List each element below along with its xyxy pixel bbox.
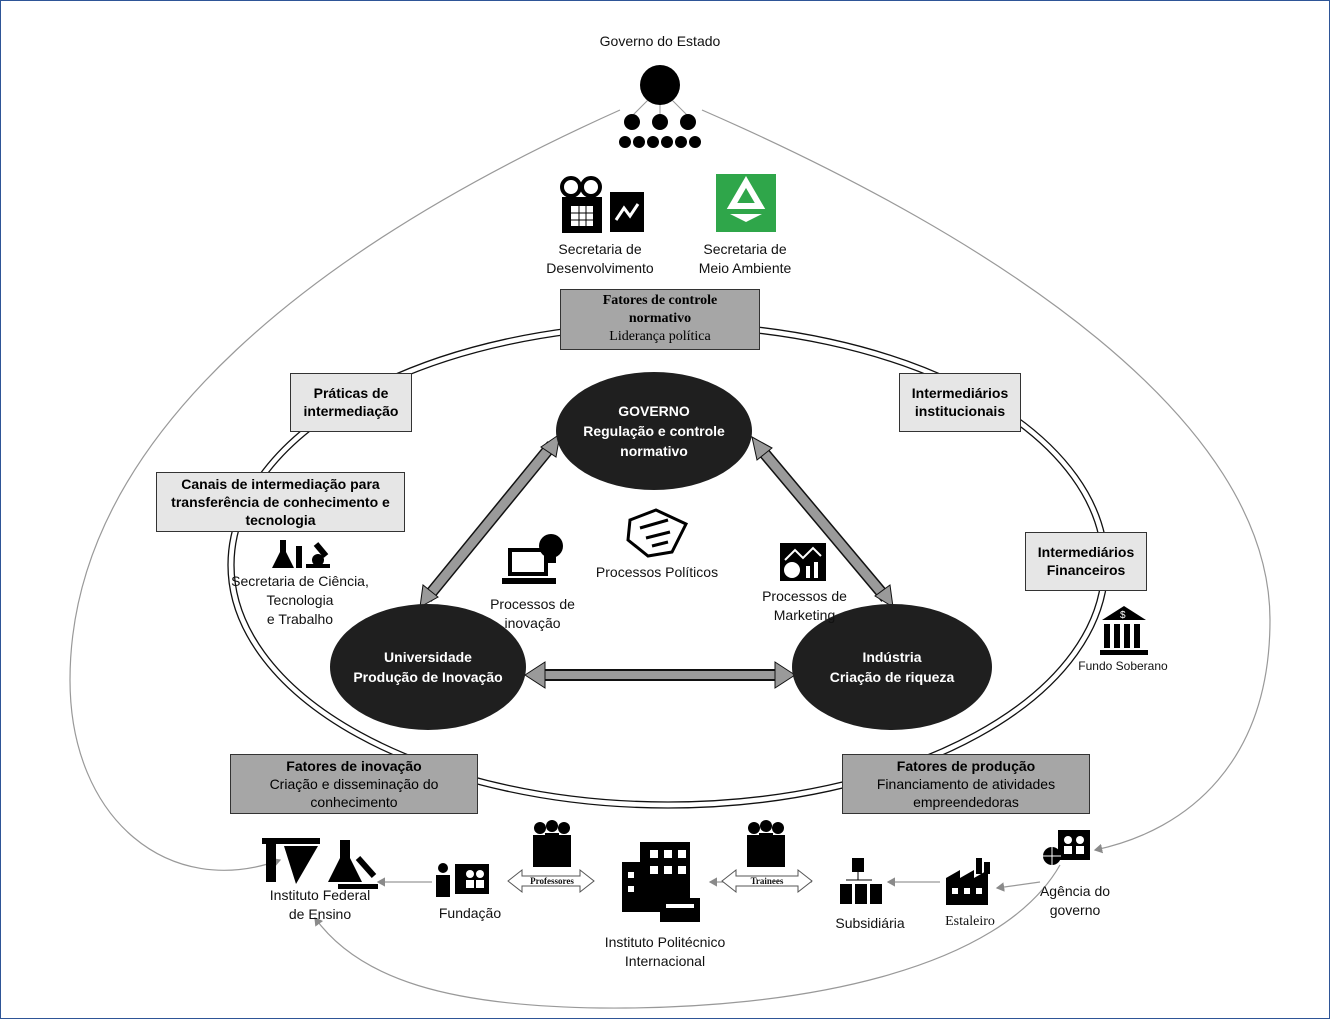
sec-dev-line2: Desenvolvimento (546, 260, 654, 276)
controle-title1: Fatores de controle (602, 293, 718, 308)
sec-ci-line1: Secretaria de Ciência, (231, 573, 369, 589)
bank-icon: $ (1100, 606, 1148, 655)
agencia-line1: Agência do (1039, 883, 1111, 899)
professores-arrow (507, 868, 595, 894)
professores-label: Professores (530, 876, 574, 886)
secretaria-meio-ambiente-label: Secretaria de Meio Ambiente (670, 240, 820, 278)
sec-ci-line2: Tecnologia (266, 592, 334, 608)
sec-dev-line1: Secretaria de (558, 241, 642, 257)
subsidiaria-label: Subsidiária (835, 915, 905, 931)
praticas-line1: Práticas de (313, 385, 389, 401)
controle-title2: normativo (628, 311, 692, 326)
governo-estado-title: Governo do Estado (599, 33, 721, 49)
inst-line1: Intermediários (911, 385, 1009, 401)
proc-inov-line1: Processos de (490, 596, 575, 612)
processos-marketing-label: Processos de Marketing (742, 587, 867, 625)
fundacao-icon (436, 863, 489, 897)
arrow-ag-est (995, 881, 1041, 892)
inst-line2: institucionais (914, 403, 1006, 419)
proc-mkt-line2: Marketing (773, 607, 836, 623)
box-fatores-producao: Fatores de produção Financiamento de ati… (842, 754, 1090, 814)
svg-text:$: $ (1120, 610, 1126, 621)
producao-sub1: Financiamento de atividades (876, 776, 1056, 792)
producao-title: Fatores de produção (896, 758, 1036, 774)
trainees-label: Trainees (750, 876, 784, 886)
universidade-l1: Universidade (384, 649, 472, 665)
outer-loop-bottom (314, 864, 1061, 1009)
box-inst: Intermediários institucionais (899, 373, 1021, 432)
governo-l2: Regulação e controle (583, 423, 725, 439)
box-fatores-controle: Fatores de controle normativo Liderança … (560, 289, 760, 350)
binoculars-calculator-icon (560, 176, 644, 233)
lab-icon (272, 540, 330, 568)
processos-inovacao-label: Processos de inovação (470, 595, 595, 633)
professores-people-icon (533, 820, 571, 867)
fundo-soberano-label: Fundo Soberano (1078, 659, 1168, 673)
proc-inov-line2: inovação (504, 615, 561, 631)
arrow-gov-uni (419, 432, 561, 608)
industria-l2: Criação de riqueza (829, 669, 955, 685)
canais-line2: transferência de conhecimento e (171, 494, 390, 510)
sec-ma-line1: Secretaria de (703, 241, 787, 257)
industria-l1: Indústria (862, 649, 922, 665)
marketing-chart-icon (780, 543, 826, 581)
poli-line2: Internacional (624, 953, 706, 969)
estaleiro-label: Estaleiro (945, 914, 995, 929)
processos-politicos-label: Processos Políticos (595, 564, 719, 580)
producao-sub2: empreendedoras (913, 794, 1019, 810)
politecnico-label: Instituto Politécnico Internacional (580, 933, 750, 971)
inst-fed-line2: de Ensino (288, 906, 352, 922)
node-industria: Indústria Criação de riqueza (792, 604, 992, 730)
inovacao-title: Fatores de inovação (286, 758, 422, 774)
agencia-line2: governo (1049, 902, 1101, 918)
praticas-line2: intermediação (303, 403, 399, 419)
box-fatores-inovacao: Fatores de inovação Criação e disseminaç… (230, 754, 478, 814)
node-governo: GOVERNO Regulação e controle normativo (556, 372, 752, 490)
secretaria-ciencia-label: Secretaria de Ciência, Tecnologia e Trab… (215, 572, 385, 629)
recycle-icon (716, 174, 776, 232)
box-fin: Intermediários Financeiros (1025, 532, 1147, 591)
fundacao-label: Fundação (438, 905, 502, 921)
box-canais: Canais de intermediação para transferênc… (156, 472, 405, 532)
arrow-gov-ind (751, 436, 894, 608)
trainees-arrow (721, 868, 813, 894)
canais-line1: Canais de intermediação para (181, 476, 380, 492)
subsidiaria-icon (840, 858, 882, 904)
factory-icon (946, 858, 990, 905)
governo-l1: GOVERNO (618, 403, 690, 419)
inovacao-sub2: conhecimento (310, 794, 398, 810)
canais-line3: tecnologia (245, 512, 316, 528)
sec-ma-line2: Meio Ambiente (698, 260, 792, 276)
controle-sub: Liderança política (609, 329, 711, 344)
poli-line1: Instituto Politécnico (604, 934, 726, 950)
arrow-uni-ind (524, 661, 796, 689)
handshake-icon (626, 508, 689, 558)
fin-line2: Financeiros (1046, 562, 1126, 578)
inst-fed-line1: Instituto Federal (269, 887, 371, 903)
inovacao-sub1: Criação e disseminação do (269, 776, 439, 792)
instituto-federal-label: Instituto Federal de Ensino (250, 886, 390, 924)
government-org-icon (619, 65, 701, 148)
proc-mkt-line1: Processos de (762, 588, 847, 604)
institute-federal-icon (262, 838, 378, 889)
secretaria-desenvolvimento-label: Secretaria de Desenvolvimento (520, 240, 680, 278)
fin-line1: Intermediários (1037, 544, 1135, 560)
box-praticas: Práticas de intermediação (290, 373, 412, 432)
outer-loop-right (701, 109, 1271, 854)
agencia-label: Agência do governo (1030, 882, 1120, 920)
sec-ci-line3: e Trabalho (266, 611, 334, 627)
trainees-people-icon (747, 820, 785, 867)
node-universidade: Universidade Produção de Inovação (330, 604, 526, 730)
universidade-l2: Produção de Inovação (353, 669, 503, 685)
laptop-bulb-icon (502, 534, 563, 584)
politecnico-building-icon (622, 842, 700, 922)
governo-l3: normativo (620, 443, 688, 459)
outer-loop-left (69, 109, 621, 871)
agencia-icon (1043, 830, 1090, 865)
